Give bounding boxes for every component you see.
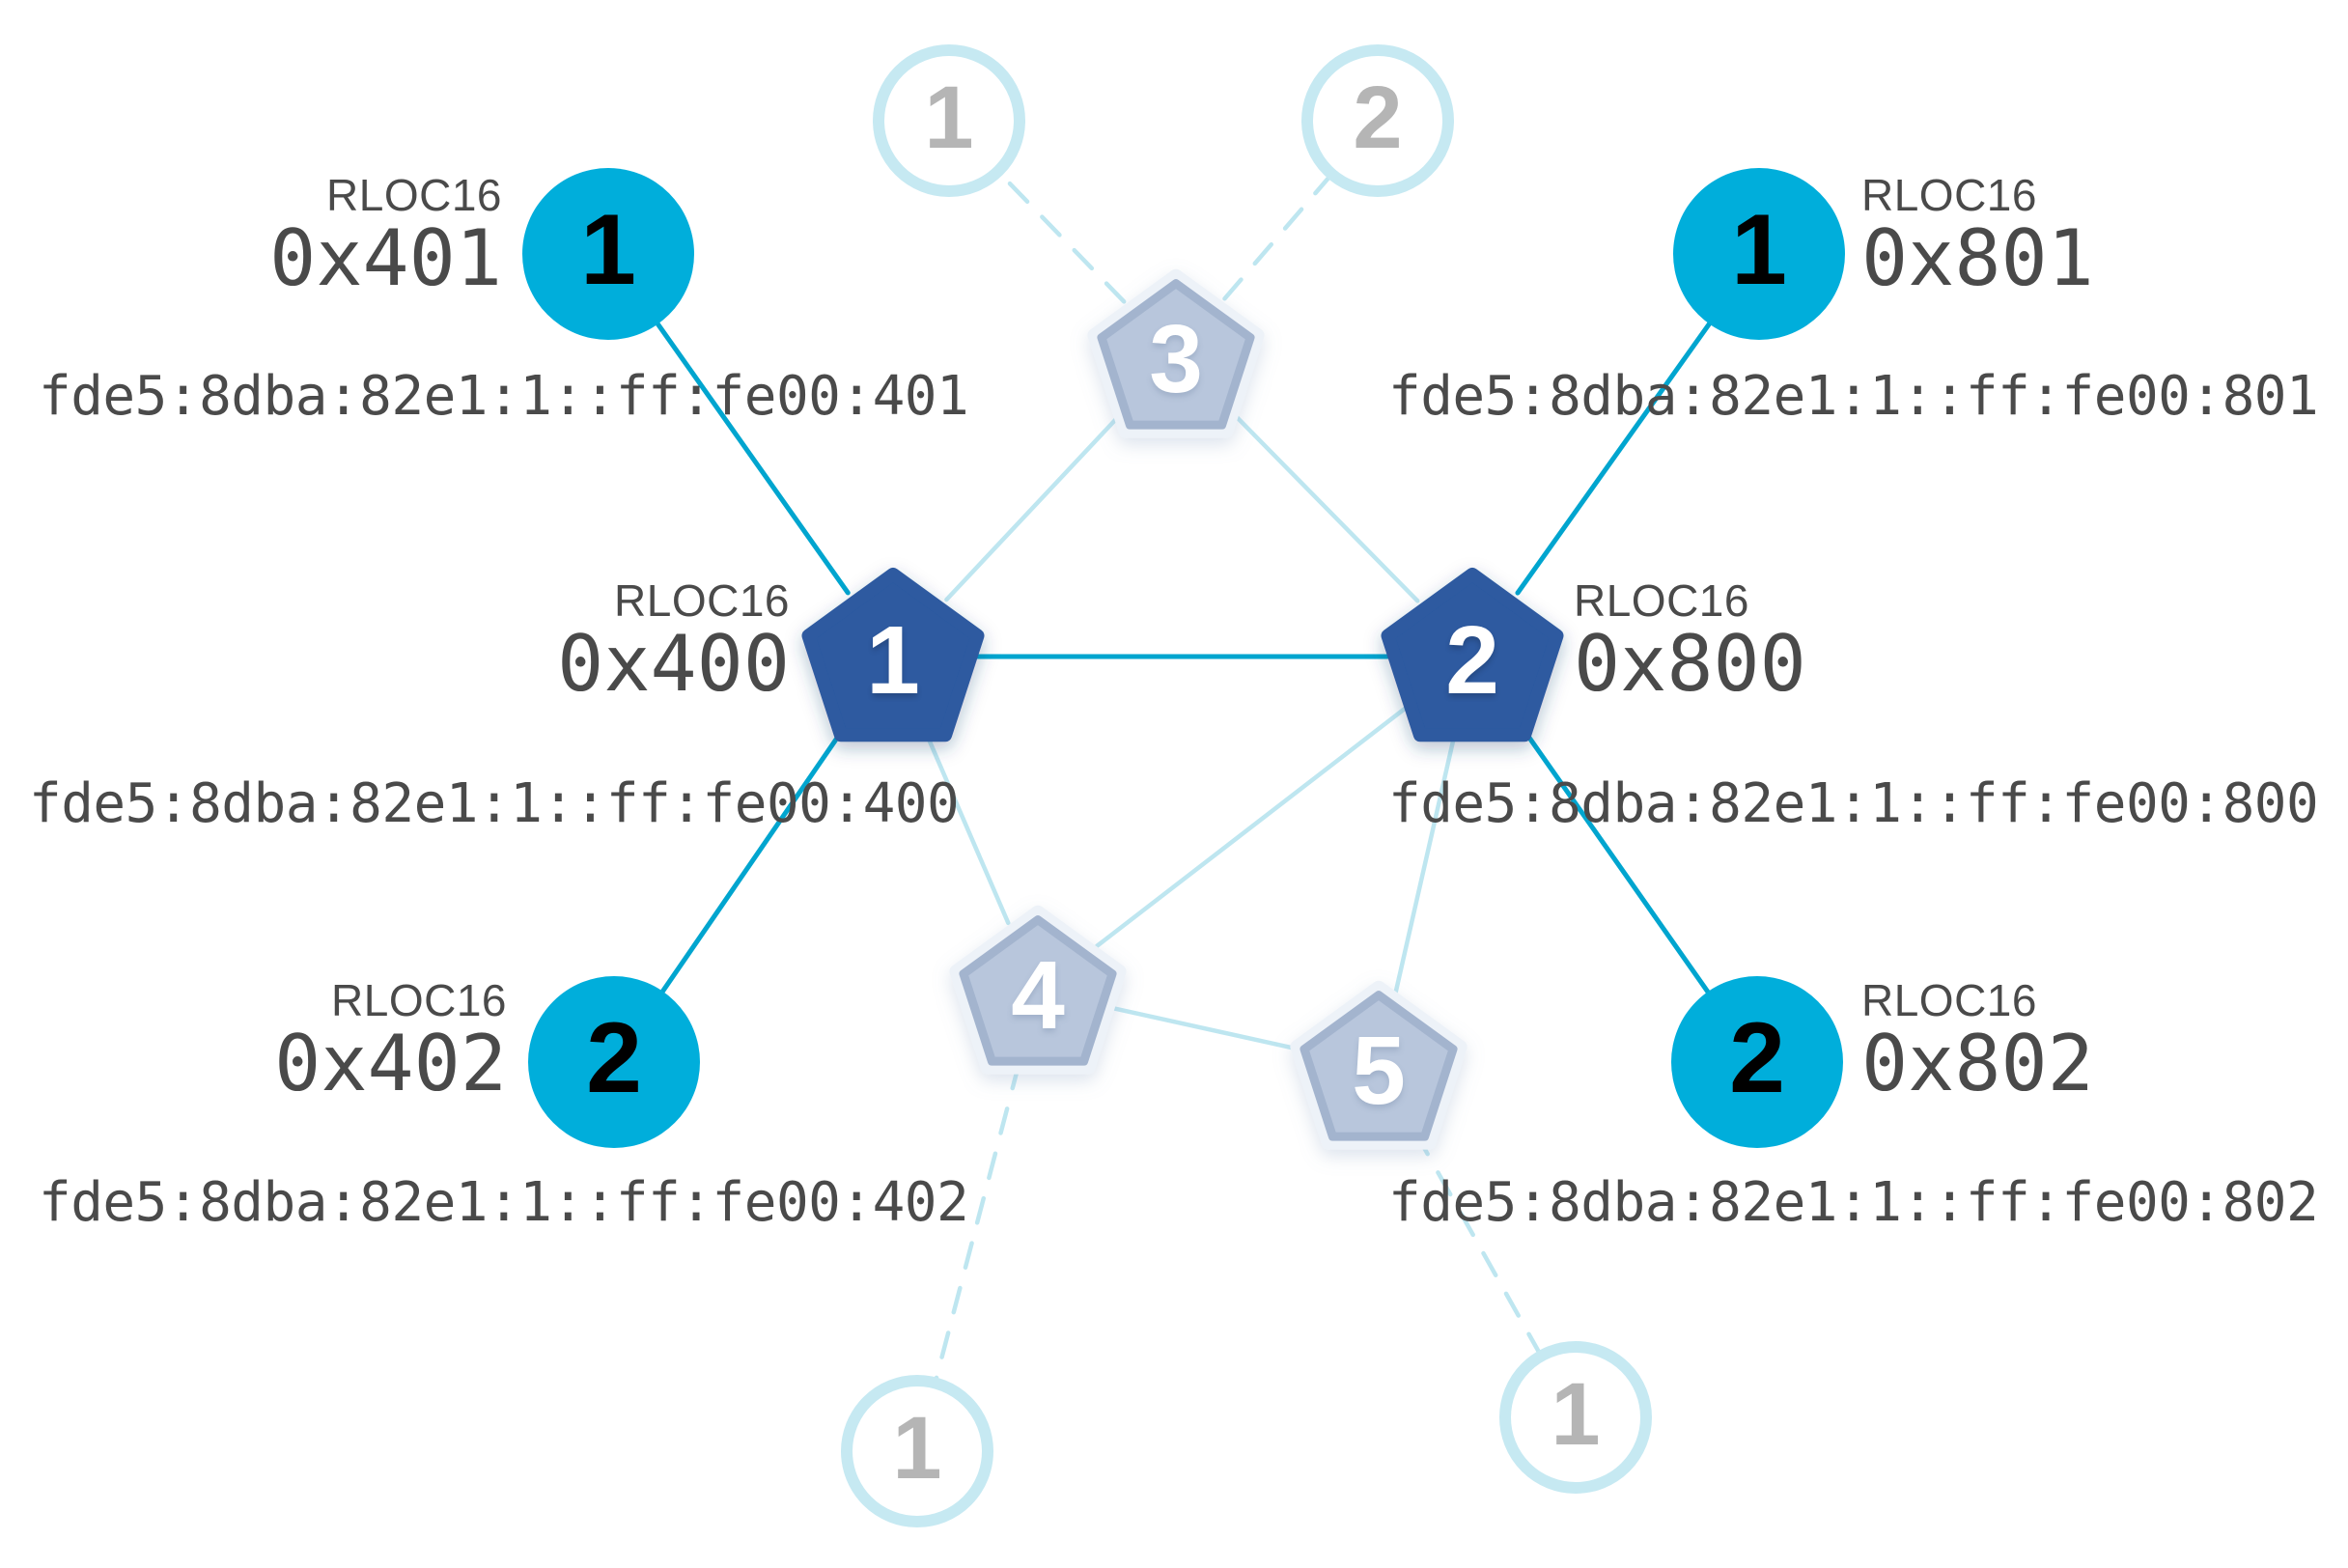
node-child-801[interactable]: 1 — [1673, 168, 1845, 340]
router-pentagon: 2 — [1378, 562, 1567, 751]
node-router-ghost-4[interactable]: 4 — [946, 900, 1130, 1083]
rloc16-caption: RLOC16 — [326, 170, 502, 220]
edge-router-ghost-5-to-child-ghost-bottom-right — [1412, 1130, 1544, 1359]
edge-router-400-to-router-ghost-3 — [944, 407, 1128, 602]
node-child-ghost-bottom-right[interactable]: 1 — [1499, 1341, 1652, 1494]
pentagon-outline — [1381, 567, 1564, 742]
rloc16-value: 0x401 — [269, 213, 502, 304]
edge-router-400-to-router-ghost-4 — [921, 726, 1011, 926]
router-pentagon-faded: 4 — [946, 900, 1130, 1083]
node-number: 2 — [1445, 606, 1499, 714]
rloc16-value: 0x402 — [274, 1019, 507, 1109]
node-child-ghost-top-right[interactable]: 2 — [1301, 44, 1454, 197]
pentagon-outline — [801, 567, 985, 742]
node-router-800[interactable]: 2 — [1378, 562, 1567, 751]
rloc16-caption: RLOC16 — [331, 975, 507, 1025]
edge-router-800-to-router-ghost-4 — [1095, 702, 1413, 948]
node-number: 1 — [892, 1399, 942, 1498]
edge-router-ghost-4-to-router-ghost-5 — [1108, 1005, 1308, 1053]
ipv6-address-router-400: fde5:8dba:82e1:1::ff:fe00:400 — [29, 772, 960, 835]
router-pentagon-faded: 3 — [1084, 264, 1268, 447]
node-number: 1 — [924, 69, 974, 167]
node-router-400[interactable]: 1 — [798, 562, 988, 751]
node-child-ghost-top-left[interactable]: 1 — [873, 44, 1025, 197]
node-child-802[interactable]: 2 — [1671, 976, 1843, 1148]
rloc16-caption: RLOC16 — [1861, 170, 2037, 220]
ipv6-address-child-801: fde5:8dba:82e1:1::ff:fe00:801 — [1388, 365, 2319, 428]
rloc16-value: 0x801 — [1861, 213, 2094, 304]
edge-router-800-to-child-801 — [1515, 313, 1719, 596]
rloc16-caption: RLOC16 — [1861, 975, 2037, 1025]
rloc16-caption: RLOC16 — [1574, 575, 1749, 626]
child-circle: 2 — [1671, 976, 1843, 1148]
node-number: 1 — [1731, 194, 1787, 306]
router-pentagon: 1 — [798, 562, 988, 751]
node-child-401[interactable]: 1 — [522, 168, 694, 340]
node-number: 5 — [1352, 1017, 1406, 1125]
pentagon-inner — [974, 931, 1102, 1052]
node-number: 1 — [580, 194, 636, 306]
pentagon-inner — [1112, 294, 1240, 416]
child-circle-faded: 1 — [841, 1375, 993, 1527]
edge-router-800-to-router-ghost-3 — [1226, 406, 1420, 603]
edge-router-800-to-child-802 — [1515, 717, 1717, 1003]
node-number: 1 — [866, 606, 920, 714]
child-circle: 1 — [1673, 168, 1845, 340]
child-circle-faded: 1 — [873, 44, 1025, 197]
node-number: 2 — [586, 1002, 642, 1114]
rloc16-value: 0x800 — [1574, 619, 1806, 710]
rloc16-value: 0x802 — [1861, 1019, 2094, 1109]
node-router-ghost-5[interactable]: 5 — [1287, 975, 1470, 1159]
node-number: 2 — [1353, 69, 1403, 167]
child-circle: 1 — [522, 168, 694, 340]
edge-router-400-to-child-401 — [649, 313, 851, 596]
node-number: 1 — [1551, 1365, 1601, 1464]
edge-router-ghost-4-to-child-ghost-bottom-left — [933, 1061, 1021, 1386]
child-circle: 2 — [528, 976, 700, 1148]
ipv6-address-child-402: fde5:8dba:82e1:1::ff:fe00:402 — [39, 1171, 969, 1234]
child-circle-faded: 1 — [1499, 1341, 1652, 1494]
node-child-ghost-bottom-left[interactable]: 1 — [841, 1375, 993, 1527]
node-number: 3 — [1149, 305, 1203, 413]
edge-router-400-to-child-402 — [654, 718, 852, 1002]
rloc16-value: 0x400 — [557, 619, 790, 710]
node-number: 2 — [1729, 1002, 1785, 1114]
edge-router-ghost-3-to-child-ghost-top-left — [994, 168, 1127, 304]
rloc16-caption: RLOC16 — [614, 575, 790, 626]
pentagon-inner — [1315, 1006, 1442, 1128]
ipv6-address-router-800: fde5:8dba:82e1:1::ff:fe00:800 — [1388, 772, 2319, 835]
node-child-402[interactable]: 2 — [528, 976, 700, 1148]
child-circle-faded: 2 — [1301, 44, 1454, 197]
router-pentagon-faded: 5 — [1287, 975, 1470, 1159]
edge-router-800-to-router-ghost-5 — [1392, 730, 1458, 996]
edge-router-ghost-3-to-child-ghost-top-right — [1222, 171, 1335, 301]
node-router-ghost-3[interactable]: 3 — [1084, 264, 1268, 447]
ipv6-address-child-802: fde5:8dba:82e1:1::ff:fe00:802 — [1388, 1171, 2319, 1234]
ipv6-address-child-401: fde5:8dba:82e1:1::ff:fe00:401 — [39, 365, 969, 428]
node-number: 4 — [1011, 941, 1065, 1050]
